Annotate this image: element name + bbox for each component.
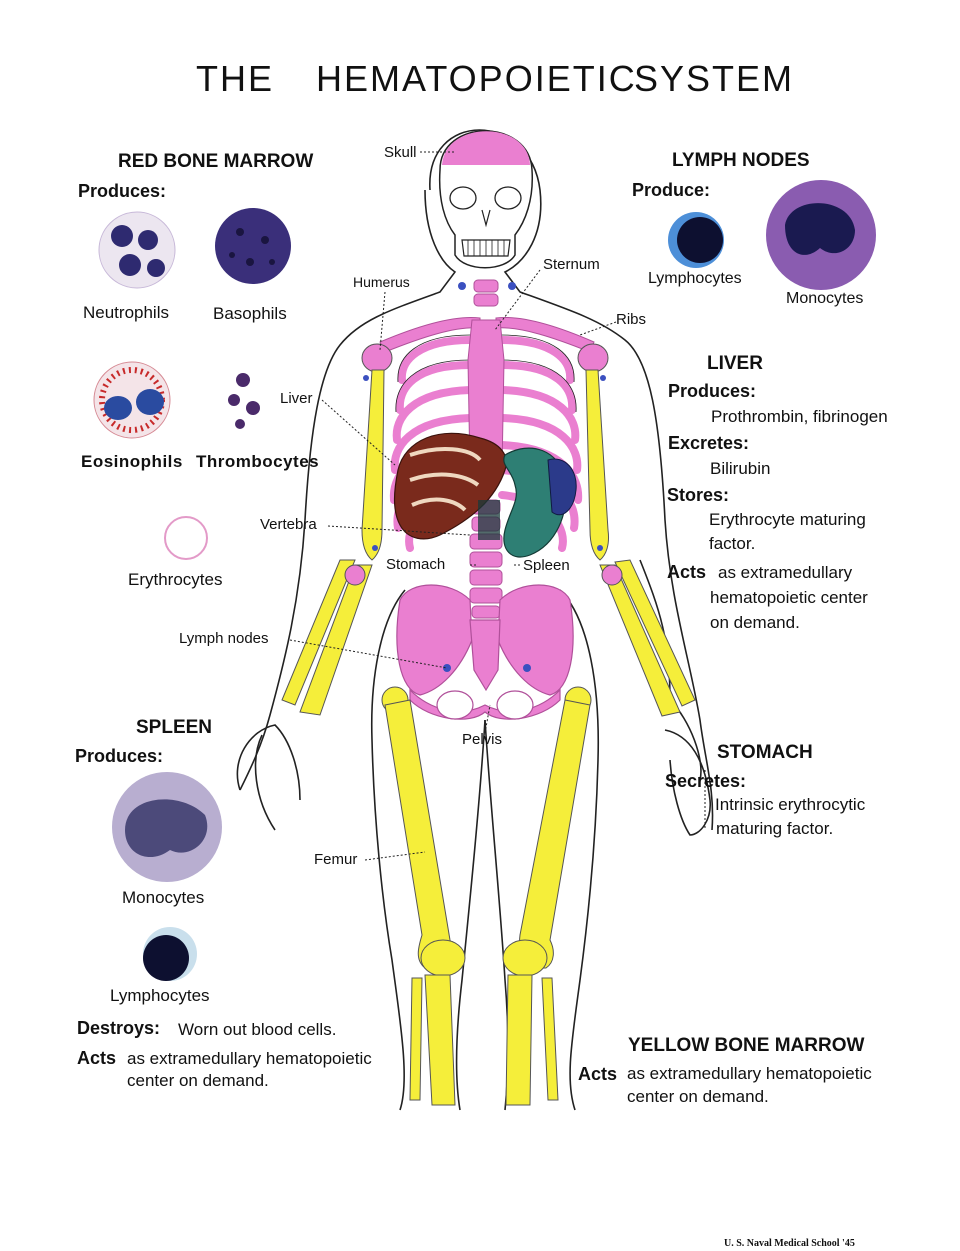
liver-acts-text-1: as extramedullary <box>718 563 853 582</box>
spleen-destroys-text: Worn out blood cells. <box>178 1020 337 1039</box>
basophil-cell <box>215 208 291 284</box>
thrombocytes-label: Thrombocytes <box>196 452 320 471</box>
stomach-secretes-text-2: maturing factor. <box>716 819 834 838</box>
erythrocyte-cell <box>164 516 208 560</box>
label-humerus: Humerus <box>353 274 410 290</box>
spleen-destroys: Destroys: <box>77 1018 161 1038</box>
lymphocyte-cell-lymph <box>668 212 724 268</box>
label-leaders <box>289 151 706 861</box>
neutrophil-cell <box>98 211 176 289</box>
title-word-system: SYSTEM <box>634 58 795 99</box>
red-marrow-heading: RED BONE MARROW <box>118 151 314 172</box>
pelvis-bone <box>396 584 574 720</box>
leg-bones <box>381 686 592 1106</box>
eosinophils-label: Eosinophils <box>81 452 183 471</box>
liver-produces: Produces: <box>668 381 757 401</box>
eosinophil-cell <box>93 361 171 439</box>
yellow-marrow-acts-text-1: as extramedullary hematopoietic <box>627 1064 872 1083</box>
title-word-hematopoietic: HEMATOPOIETIC <box>316 58 637 99</box>
liver-excretes-text: Bilirubin <box>710 459 771 478</box>
title-word-the: THE <box>196 58 274 99</box>
thrombocyte-cells <box>228 373 260 429</box>
liver-excretes: Excretes: <box>668 433 750 453</box>
liver-stores-text-2: factor. <box>709 534 756 553</box>
spleen-acts-text-1: as extramedullary hematopoietic <box>127 1049 372 1068</box>
lymphocyte-cell-spleen <box>143 927 197 981</box>
liver-stores-text-1: Erythrocyte maturing <box>709 510 866 529</box>
spleen-organ <box>547 458 577 516</box>
label-liver: Liver <box>280 390 313 407</box>
label-vertebra: Vertebra <box>260 516 317 533</box>
basophils-label: Basophils <box>213 304 287 323</box>
stomach-secretes: Secretes: <box>665 771 747 791</box>
label-sternum: Sternum <box>543 256 600 273</box>
liver-acts-text-3: on demand. <box>710 613 800 632</box>
spleen-acts-text-2: center on demand. <box>127 1071 269 1090</box>
spleen-produces: Produces: <box>75 746 164 766</box>
lymphocytes-lymph-label: Lymphocytes <box>648 270 742 287</box>
spleen-acts: Acts <box>77 1048 117 1068</box>
stomach-secretes-text-1: Intrinsic erythrocytic <box>715 795 866 814</box>
label-pelvis: Pelvis <box>462 731 503 748</box>
rib-outline <box>395 334 577 413</box>
credit-line: U. S. Naval Medical School '45 <box>724 1238 855 1249</box>
stomach-heading: STOMACH <box>717 742 813 763</box>
arm-bones <box>281 343 696 717</box>
monocyte-cell-spleen <box>112 772 222 882</box>
liver-acts-text-2: hematopoietic center <box>710 588 868 607</box>
lymph-node-dots <box>363 282 606 672</box>
yellow-marrow-acts-text-2: center on demand. <box>627 1087 769 1106</box>
lymph-nodes-produce: Produce: <box>632 180 711 200</box>
monocytes-spleen-label: Monocytes <box>122 888 205 907</box>
spleen-heading: SPLEEN <box>136 717 213 738</box>
label-femur: Femur <box>314 851 358 868</box>
yellow-marrow-heading: YELLOW BONE MARROW <box>628 1035 865 1056</box>
label-skull: Skull <box>384 144 417 161</box>
neutrophils-label: Neutrophils <box>83 303 169 322</box>
liver-produces-text: Prothrombin, fibrinogen <box>711 407 888 426</box>
label-ribs: Ribs <box>616 311 647 328</box>
lymphocytes-spleen-label: Lymphocytes <box>110 986 210 1005</box>
yellow-marrow-acts: Acts <box>578 1064 618 1084</box>
monocytes-lymph-label: Monocytes <box>786 290 864 307</box>
skull-drawing <box>438 130 534 269</box>
label-lymph-nodes: Lymph nodes <box>179 630 269 647</box>
lymph-nodes-heading: LYMPH NODES <box>672 150 810 171</box>
liver-heading: LIVER <box>707 353 763 374</box>
liver-stores: Stores: <box>667 485 730 505</box>
monocyte-cell-lymph <box>766 180 876 290</box>
erythrocytes-label: Erythrocytes <box>128 570 223 589</box>
liver-acts: Acts <box>667 562 707 582</box>
red-marrow-produces: Produces: <box>78 181 167 201</box>
label-spleen: Spleen <box>523 557 570 574</box>
label-stomach: Stomach <box>386 556 446 573</box>
